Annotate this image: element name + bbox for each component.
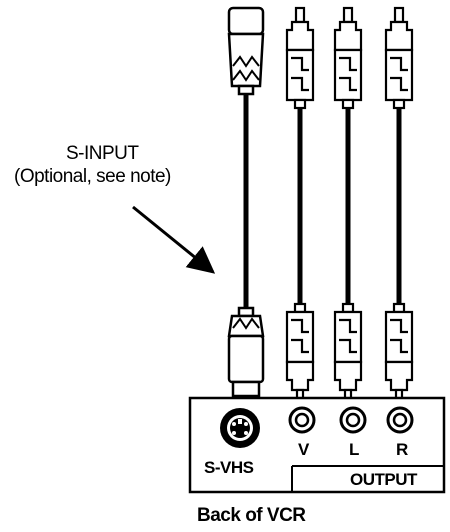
output-label: OUTPUT [350, 470, 417, 489]
v-jack-icon [288, 406, 316, 434]
rca-cable-v [285, 6, 315, 402]
v-label: V [298, 440, 309, 459]
svhs-jack-icon [220, 408, 260, 448]
l-jack-icon [339, 406, 367, 434]
l-label: L [349, 440, 359, 459]
r-jack-icon [386, 406, 414, 434]
rca-cable-r [384, 6, 414, 402]
s-input-label: S-INPUT [66, 143, 139, 164]
rca-cable-l [333, 6, 363, 402]
svhs-label: S-VHS [204, 458, 254, 477]
r-label: R [396, 440, 408, 459]
pointer-arrow-icon [132, 205, 216, 274]
s-video-cable [227, 6, 265, 398]
s-input-note: (Optional, see note) [14, 166, 171, 187]
diagram-caption: Back of VCR [197, 505, 306, 526]
